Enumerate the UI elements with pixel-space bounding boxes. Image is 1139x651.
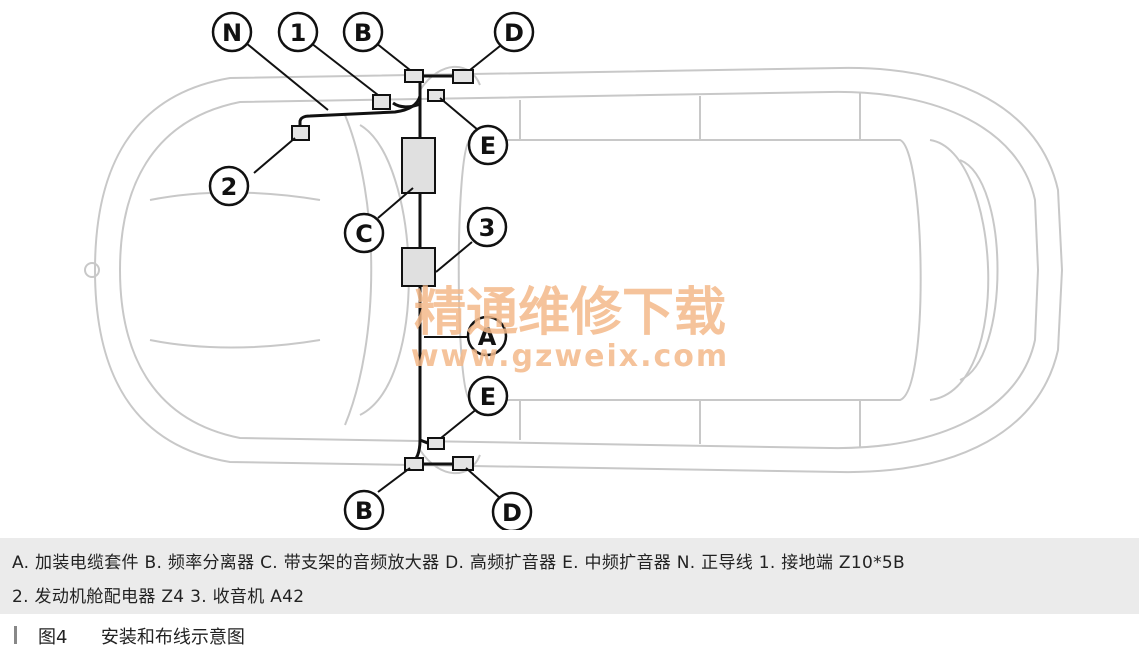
callouts: N 1 B D E 2 C 3: [208, 11, 535, 530]
svg-text:D: D: [504, 19, 524, 47]
callout-b-bottom: B: [343, 489, 385, 530]
tweeter-d-top: [452, 69, 474, 84]
svg-text:D: D: [502, 499, 522, 527]
svg-text:E: E: [480, 383, 496, 411]
callout-2: 2: [208, 165, 250, 207]
callout-d-bottom: D: [491, 491, 533, 530]
callout-d-top: D: [493, 11, 535, 53]
legend: A. 加装电缆套件 B. 频率分离器 C. 带支架的音频放大器 D. 高频扩音器…: [0, 538, 1139, 614]
leader-lines: [245, 42, 501, 499]
svg-text:2: 2: [221, 173, 238, 201]
svg-text:N: N: [222, 19, 242, 47]
tweeter-d-bottom: [452, 456, 474, 471]
components: [291, 69, 474, 471]
figure-caption: 图4 安装和布线示意图: [0, 620, 1139, 650]
watermark-text: 精通维修下载: [414, 282, 726, 343]
callout-e-bottom: E: [467, 375, 509, 417]
watermark-url: www.gzweix.com: [411, 339, 729, 374]
amplifier-c: [401, 137, 436, 194]
legend-line-2: 2. 发动机舱配电器 Z4 3. 收音机 A42: [12, 587, 305, 607]
legend-line-1: A. 加装电缆套件 B. 频率分离器 C. 带支架的音频放大器 D. 高频扩音器…: [12, 553, 905, 573]
svg-text:B: B: [355, 497, 373, 525]
svg-text:3: 3: [479, 214, 496, 242]
svg-text:E: E: [480, 132, 496, 160]
wiring-diagram: N 1 B D E 2 C 3: [84, 11, 1064, 530]
midrange-e-bottom: [427, 437, 445, 450]
caption-marker: [14, 626, 17, 644]
car-outline: [84, 65, 1064, 475]
callout-1: 1: [277, 11, 319, 53]
figure-title: 安装和布线示意图: [100, 627, 245, 648]
radio-3: [401, 247, 436, 287]
svg-text:B: B: [354, 19, 372, 47]
callout-3: 3: [466, 206, 508, 248]
frequency-separator-b-bottom: [404, 457, 424, 471]
watermark: 精通维修下载 www.gzweix.com: [411, 282, 729, 374]
callout-n: N: [211, 11, 253, 53]
connector-1: [372, 94, 391, 110]
svg-text:C: C: [355, 220, 373, 248]
svg-text:1: 1: [290, 19, 307, 47]
midrange-e-top: [427, 89, 445, 102]
callout-c: C: [343, 212, 385, 254]
callout-b-top: B: [342, 11, 384, 53]
callout-a: A: [466, 315, 508, 357]
connector-2: [291, 125, 310, 141]
frequency-separator-b-top: [404, 69, 424, 83]
svg-text:A: A: [478, 323, 497, 351]
figure-number: 图4: [38, 627, 68, 648]
callout-e-top: E: [467, 124, 509, 166]
